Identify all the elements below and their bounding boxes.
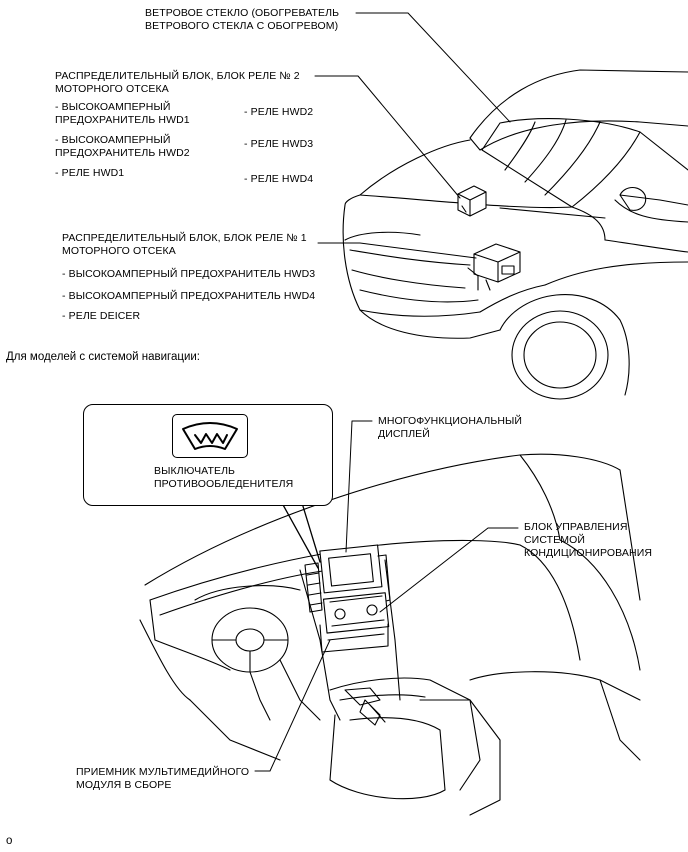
relay-block-1-item-2: - ВЫСОКОАМПЕРНЫЙ ПРЕДОХРАНИТЕЛЬ HWD4 <box>62 290 316 302</box>
relay-block-2-item-3: - РЕЛЕ HWD1 <box>55 167 125 179</box>
receiver-label-line2: МОДУЛЯ В СБОРЕ <box>76 779 172 791</box>
relay-block-2-right-item-1: - РЕЛЕ HWD2 <box>244 106 314 118</box>
relay-block-2-item-2-line2: ПРЕДОХРАНИТЕЛЬ HWD2 <box>55 147 190 159</box>
windshield-deicer-icon <box>182 422 238 450</box>
relay-block-1-icon <box>467 243 521 291</box>
figure-code: o <box>6 835 13 847</box>
windshield-label-line1: ВЕТРОВОЕ СТЕКЛО (ОБОГРЕВАТЕЛЬ <box>145 7 340 19</box>
relay-block-1-item-3: - РЕЛЕ DEICER <box>62 310 141 322</box>
relay-block-2-right-item-3: - РЕЛЕ HWD4 <box>244 173 314 185</box>
relay-block-2-title-line2: МОТОРНОГО ОТСЕКА <box>55 83 169 95</box>
relay-block-1-title-line2: МОТОРНОГО ОТСЕКА <box>62 245 176 257</box>
ac-control-label-line2: СИСТЕМОЙ <box>524 534 586 546</box>
relay-block-2-item-2-line1: - ВЫСОКОАМПЕРНЫЙ <box>55 134 171 146</box>
front-wheel <box>511 310 609 400</box>
relay-block-2-title-line1: РАСПРЕДЕЛИТЕЛЬНЫЙ БЛОК, БЛОК РЕЛЕ № 2 <box>55 70 300 82</box>
relay-block-2-icon <box>457 185 487 217</box>
relay-block-1-item-1: - ВЫСОКОАМПЕРНЫЙ ПРЕДОХРАНИТЕЛЬ HWD3 <box>62 268 316 280</box>
relay-block-2-right-item-2: - РЕЛЕ HWD3 <box>244 138 314 150</box>
ac-control-label-line1: БЛОК УПРАВЛЕНИЯ <box>524 521 628 533</box>
section-title: Для моделей с системой навигации: <box>6 351 200 363</box>
display-label-line2: ДИСПЛЕЙ <box>378 428 430 440</box>
deicer-switch-button <box>172 414 248 458</box>
deicer-switch-label-line1: ВЫКЛЮЧАТЕЛЬ <box>154 465 236 477</box>
relay-block-2-item-1-line2: ПРЕДОХРАНИТЕЛЬ HWD1 <box>55 114 190 126</box>
ac-control-label-line3: КОНДИЦИОНИРОВАНИЯ <box>524 547 653 559</box>
deicer-switch-label-line2: ПРОТИВООБЛЕДЕНИТЕЛЯ <box>154 478 294 490</box>
ac-panel-shape <box>322 592 390 634</box>
relay-block-1-title-line1: РАСПРЕДЕЛИТЕЛЬНЫЙ БЛОК, БЛОК РЕЛЕ № 1 <box>62 232 307 244</box>
display-label-line1: МНОГОФУНКЦИОНАЛЬНЫЙ <box>378 415 523 427</box>
windshield-label-line2: ВЕТРОВОГО СТЕКЛА С ОБОГРЕВОМ) <box>145 20 339 32</box>
display-screen-shape <box>319 544 383 594</box>
relay-block-2-item-1-line1: - ВЫСОКОАМПЕРНЫЙ <box>55 101 171 113</box>
receiver-label-line1: ПРИЕМНИК МУЛЬТИМЕДИЙНОГО <box>76 766 250 778</box>
deicer-switch-callout: ВЫКЛЮЧАТЕЛЬ ПРОТИВООБЛЕДЕНИТЕЛЯ <box>83 404 333 506</box>
